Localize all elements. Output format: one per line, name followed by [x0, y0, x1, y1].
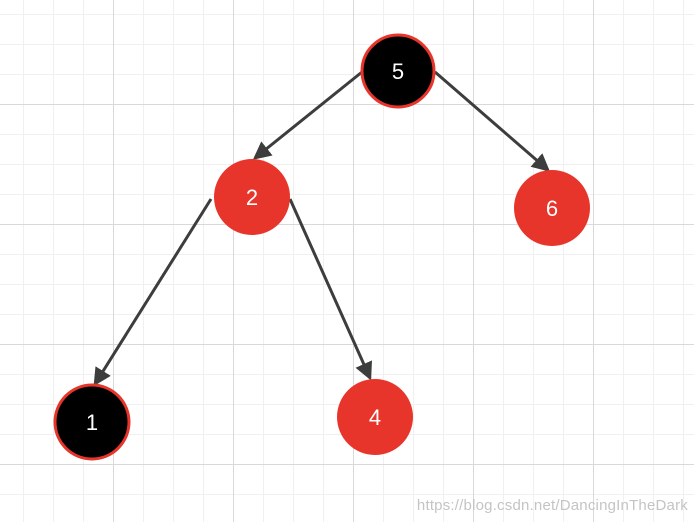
edge-5-2 [252, 70, 363, 160]
node-4: 4 [337, 379, 413, 455]
node-2: 2 [214, 159, 290, 235]
node-5-label: 5 [392, 59, 404, 84]
node-6-label: 6 [546, 196, 558, 221]
node-2-label: 2 [246, 185, 258, 210]
node-1: 1 [53, 383, 131, 461]
edge-2-1 [93, 198, 213, 387]
watermark-text: https://blog.csdn.net/DancingInTheDark [416, 497, 688, 514]
node-1-label: 1 [86, 410, 98, 435]
edge-2-4 [288, 198, 372, 381]
node-5: 5 [360, 33, 436, 109]
node-4-label: 4 [369, 405, 381, 430]
node-6: 6 [514, 170, 590, 246]
edge-5-6 [434, 70, 551, 172]
